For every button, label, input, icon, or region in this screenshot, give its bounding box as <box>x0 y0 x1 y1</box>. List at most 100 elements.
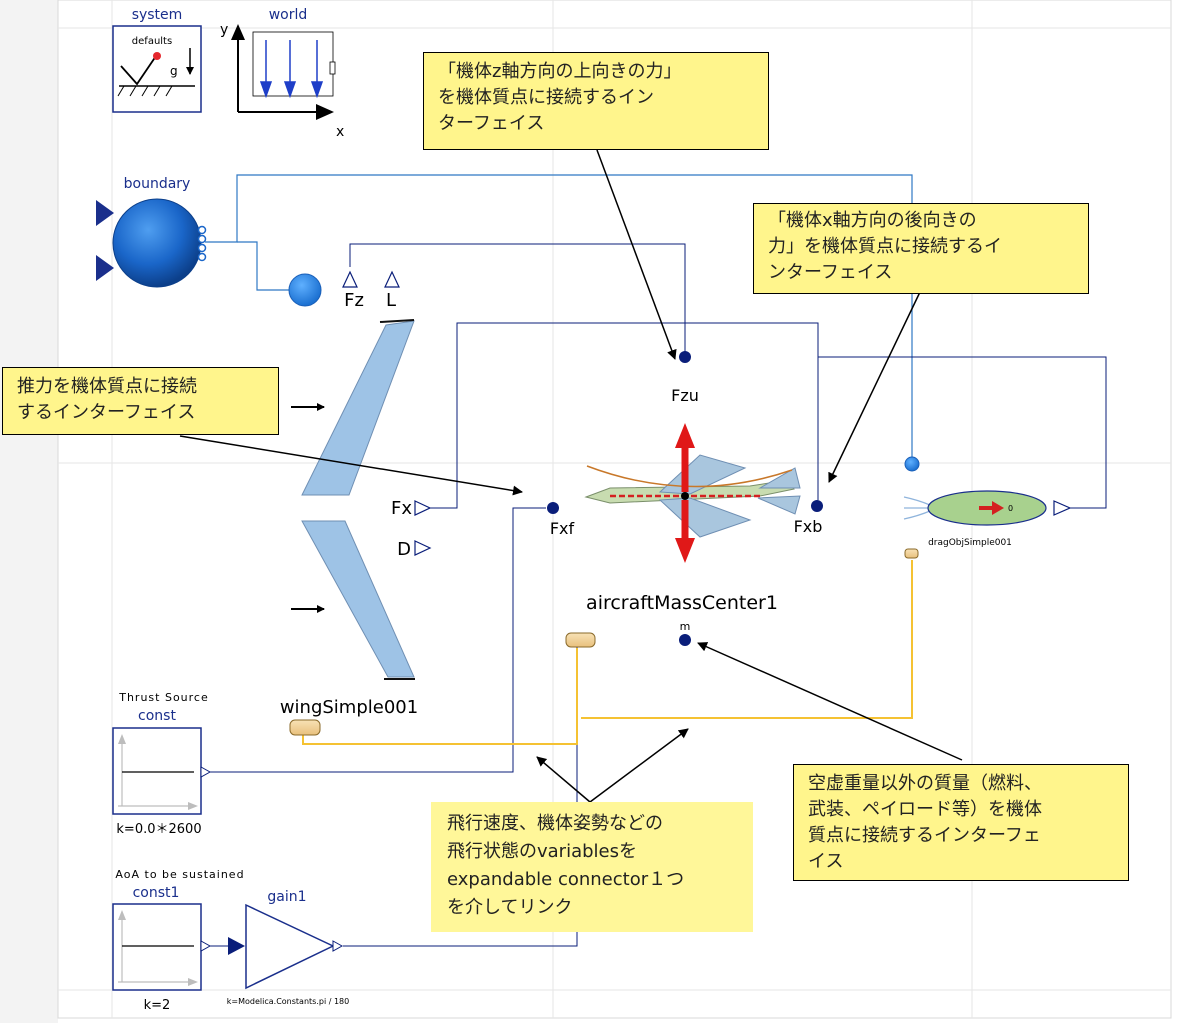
callout-arrow-x-back <box>828 291 921 483</box>
wing-title: wingSimple001 <box>280 697 418 718</box>
const1-title: const1 <box>133 885 180 901</box>
wing-icon <box>291 319 415 680</box>
note-mass-line-4: イス <box>808 851 844 872</box>
note-bus-line-4: を介してリンク <box>447 897 573 918</box>
fluid-port[interactable] <box>288 273 322 307</box>
signal-line-fx-fxb <box>430 322 819 509</box>
port-fx[interactable] <box>414 500 432 516</box>
note-mass-line-1: 空虚重量以外の質量（燃料、 <box>808 773 1042 794</box>
port-m[interactable] <box>679 634 691 646</box>
note-mass-line-2: 武装、ペイロード等）を機体 <box>808 799 1042 820</box>
constant-source-icon <box>118 910 198 986</box>
note-x-back-line-3: ンターフェイス <box>768 262 893 283</box>
canvas-frame <box>57 0 1172 1019</box>
note-x-back-force: 「機体x軸方向の後向きの 力」を機体質点に接続するイ ンターフェイス <box>753 203 1089 294</box>
const-frame <box>112 727 202 815</box>
world-frame-icon: y x <box>220 22 344 140</box>
gain1-block[interactable]: gain1 k=Modelica.Constants.pi / 180 <box>210 889 349 1006</box>
const1-caption: AoA to be sustained <box>115 868 244 881</box>
port-m-label: m <box>680 620 691 633</box>
port-l-label: L <box>386 290 396 311</box>
note-bus-line-2: 飛行状態のvariablesを <box>447 841 637 862</box>
fluid-boundary-icon <box>96 198 207 288</box>
port-fz[interactable] <box>342 270 358 288</box>
drag-title: dragObjSimple001 <box>928 538 1012 548</box>
signal-line-fz-fzu <box>349 243 686 352</box>
note-z-up-line-1: 「機体z軸方向の上向きの力」 <box>438 61 682 82</box>
note-thrust-line-1: 推力を機体質点に接続 <box>17 376 197 397</box>
aircraft-block[interactable]: Fzu Fxf Fxb aircraftMassCenter1 m <box>547 351 823 648</box>
fluid-line-boundary-port <box>237 241 296 291</box>
wing-bus-connector[interactable] <box>289 719 321 736</box>
port-fx-label: Fx <box>391 498 412 519</box>
callout-arrow-thrust <box>179 435 523 496</box>
drag-output-port[interactable] <box>1053 500 1072 516</box>
port-fxb-label: Fxb <box>794 517 823 536</box>
gain1-output-port[interactable] <box>332 940 344 952</box>
boundary-block[interactable]: boundary <box>96 176 207 288</box>
port-fzu-label: Fzu <box>671 386 699 405</box>
const-caption: Thrust Source <box>118 691 209 704</box>
note-thrust-line-2: するインターフェイス <box>17 402 196 423</box>
callout-arrow-z-up <box>596 149 677 360</box>
const1-block[interactable]: AoA to be sustained const1 k=2 <box>112 868 245 1013</box>
connections <box>205 174 1107 947</box>
system-g-label: g <box>170 64 178 78</box>
port-fxb[interactable] <box>811 500 823 512</box>
system-defaults-label: defaults <box>132 36 172 47</box>
const1-param: k=2 <box>144 998 171 1013</box>
const1-output-port[interactable] <box>200 940 212 952</box>
port-d[interactable] <box>414 540 432 556</box>
drag-block[interactable]: 0 dragObjSimple001 <box>903 456 1072 559</box>
const1-frame <box>112 903 202 991</box>
system-block-icon: defaults g <box>117 36 195 97</box>
gain1-param: k=Modelica.Constants.pi / 180 <box>227 997 349 1006</box>
boundary-title: boundary <box>124 176 191 192</box>
const-output-port[interactable] <box>200 766 212 778</box>
system-title: system <box>132 7 183 23</box>
note-mass-line-3: 質点に接続するインターフェ <box>808 825 1041 846</box>
callout-arrow-mass <box>697 642 963 761</box>
callout-arrows <box>179 149 963 803</box>
note-z-up-force: 「機体z軸方向の上向きの力」 を機体質点に接続するイン ターフェイス <box>423 52 769 150</box>
aircraft-icon <box>584 423 801 563</box>
world-title: world <box>269 7 308 23</box>
system-block[interactable]: system defaults g <box>112 7 202 113</box>
callout-arrow-bus-left <box>536 756 591 803</box>
aircraft-title: aircraftMassCenter1 <box>586 592 778 614</box>
note-expandable-bus: 飛行速度、機体姿勢などの 飛行状態のvariablesを expandable … <box>431 802 753 932</box>
port-fzu[interactable] <box>679 351 691 363</box>
aircraft-bus-connector[interactable] <box>565 632 596 648</box>
left-gutter <box>0 0 58 1023</box>
callout-arrow-bus-right <box>589 728 689 803</box>
note-z-up-line-2: を機体質点に接続するイン <box>438 87 654 108</box>
note-x-back-line-2: 力」を機体質点に接続するイ <box>768 236 1002 257</box>
port-fxf[interactable] <box>547 502 559 514</box>
world-x-label: x <box>336 124 344 140</box>
note-thrust: 推力を機体質点に接続 するインターフェイス <box>2 367 279 435</box>
wing-block[interactable]: Fz L Fx D wingSimple001 <box>280 270 432 736</box>
drag-fluid-port[interactable] <box>904 456 920 472</box>
signal-line-const-fxf <box>209 507 546 773</box>
const-block[interactable]: Thrust Source const k=0.0＊2600 <box>112 691 212 837</box>
drag-object-icon: 0 <box>903 490 1047 526</box>
port-d-label: D <box>397 539 411 560</box>
bus-line-drag <box>581 560 913 719</box>
note-bus-line-1: 飛行速度、機体姿勢などの <box>447 813 663 834</box>
note-mass: 空虚重量以外の質量（燃料、 武装、ペイロード等）を機体 質点に接続するインターフ… <box>793 764 1129 881</box>
world-y-label: y <box>220 22 228 38</box>
note-z-up-line-3: ターフェイス <box>438 113 545 134</box>
drag-bus-connector[interactable] <box>904 548 919 559</box>
note-bus-line-3: expandable connector１つ <box>447 869 685 890</box>
system-frame <box>112 25 202 113</box>
const-param: k=0.0＊2600 <box>116 822 201 837</box>
gain1-input-port[interactable] <box>228 937 245 955</box>
gain-triangle-icon <box>245 903 335 990</box>
port-fxf-label: Fxf <box>550 519 575 538</box>
svg-text:0: 0 <box>1008 504 1013 513</box>
note-x-back-line-1: 「機体x軸方向の後向きの <box>768 210 977 231</box>
world-block[interactable]: world y x <box>220 7 344 140</box>
port-fz-label: Fz <box>344 290 364 311</box>
gain1-title: gain1 <box>267 889 306 905</box>
port-l[interactable] <box>384 270 400 288</box>
